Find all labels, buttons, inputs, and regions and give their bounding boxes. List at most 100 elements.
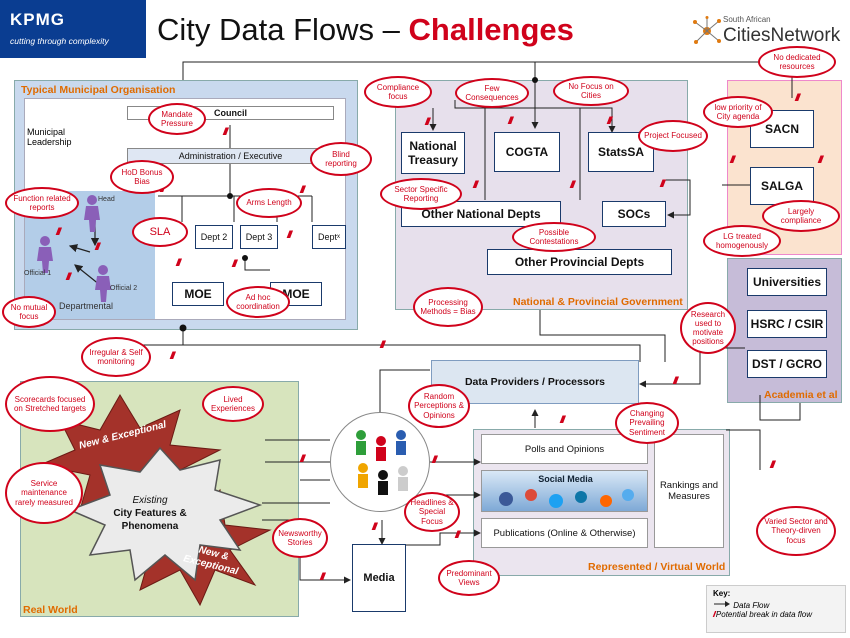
dst-box: DST / GCRO — [747, 350, 827, 378]
media-label: Media — [363, 572, 395, 584]
official1-label: Official 1 — [24, 270, 52, 277]
public-circle — [330, 412, 430, 512]
deptx-sub: x — [337, 234, 340, 240]
publications-label: Publications (Online & Otherwise) — [493, 527, 636, 539]
key-row-flow: Data Flow — [713, 600, 839, 610]
callout-mandate: Mandate Pressure — [148, 103, 206, 135]
polls-label: Polls and Opinions — [524, 443, 605, 455]
other-provincial-label: Other Provincial Depts — [514, 255, 645, 269]
break-mark: //// — [372, 522, 377, 533]
callout-function: Function related reports — [5, 187, 79, 219]
existing-line2: City Features & — [113, 508, 187, 519]
region-label-municipal: Typical Municipal Organisation — [21, 84, 176, 96]
dept3-box: Dept 3 — [240, 225, 278, 249]
callout-sector: Sector Specific Reporting — [380, 178, 462, 210]
break-mark: //// — [287, 230, 292, 241]
statssa-label: StatsSA — [597, 145, 644, 159]
break-mark: //// — [176, 258, 181, 269]
other-national-label: Other National Depts — [421, 207, 541, 221]
person-icon-official1 — [37, 236, 53, 273]
callout-largely: Largely compliance — [762, 200, 840, 232]
existing-features-text: Existing City Features & Phenomena — [100, 494, 200, 533]
key-break-label: Potential break in data flow — [715, 610, 812, 619]
callout-sla: SLA — [132, 217, 188, 247]
media-box: Media — [352, 544, 406, 612]
salga-box: SALGA — [750, 167, 814, 205]
region-label-academia: Academia et al — [764, 389, 838, 401]
callout-arms: Arms Length — [236, 188, 302, 218]
socs-box: SOCs — [602, 201, 666, 227]
title-highlight: Challenges — [408, 12, 574, 47]
callout-newsworthy: Newsworthy Stories — [272, 518, 328, 558]
dept2-box: Dept 2 — [195, 225, 233, 249]
sacn-logo-small: South African — [723, 15, 771, 24]
arrow-icon — [714, 601, 730, 607]
other-provincial-box: Other Provincial Depts — [487, 249, 672, 275]
starbursts — [38, 394, 272, 607]
callout-varied: Varied Sector and Theory-dirven focus — [756, 506, 836, 556]
break-mark: //// — [223, 127, 228, 138]
callout-lived: Lived Experiences — [202, 386, 264, 422]
moe1-box: MOE — [172, 282, 224, 306]
callout-processing: Processing Methods = Bias — [413, 287, 483, 327]
publications-box: Publications (Online & Otherwise) — [481, 518, 648, 548]
universities-box: Universities — [747, 268, 827, 296]
break-mark: //// — [607, 116, 612, 127]
break-mark: //// — [818, 155, 823, 166]
social-media-label: Social Media — [538, 474, 593, 484]
dept2-label: Dept 2 — [200, 232, 228, 242]
data-providers-label: Data Providers / Processors — [464, 376, 606, 388]
title-main: City Data Flows – — [157, 12, 409, 47]
existing-line3: Phenomena — [121, 521, 179, 532]
departmental-label: Departmental — [59, 301, 114, 311]
callout-project: Project Focused — [638, 120, 708, 152]
callout-no-mutual: No mutual focus — [2, 296, 56, 328]
deptx-label: Dept — [317, 232, 337, 242]
break-mark: //// — [300, 185, 305, 196]
break-mark: //// — [300, 454, 305, 465]
social-icons — [499, 489, 634, 508]
leadership-area: Municipal Leadership — [25, 99, 347, 174]
break-mark: //// — [95, 242, 100, 253]
break-mark: //// — [56, 227, 61, 238]
social-media-box: Social Media — [481, 470, 648, 512]
rankings-label: Rankings and Measures — [659, 480, 719, 502]
dst-label: DST / GCRO — [751, 357, 822, 371]
dept3-label: Dept 3 — [245, 232, 273, 242]
key-row-break: /// Potential break in data flow — [713, 610, 839, 619]
callout-headlines: Headlines & Special Focus — [404, 492, 460, 532]
break-mark: //// — [473, 180, 478, 191]
callout-scorecards: Scorecards focused on Stretched targets — [5, 376, 95, 432]
break-mark: //// — [660, 179, 665, 190]
universities-label: Universities — [752, 275, 822, 289]
kpmg-logo-panel: KPMG cutting through complexity — [0, 0, 146, 58]
region-label-national: National & Provincial Government — [513, 296, 683, 308]
cogta-label: COGTA — [505, 145, 549, 159]
break-mark: //// — [673, 376, 678, 387]
legend-key: Key: Data Flow /// Potential break in da… — [706, 585, 846, 633]
rankings-box: Rankings and Measures — [654, 434, 724, 548]
callout-predominant: Predominant Views — [438, 560, 500, 596]
break-mark: //// — [560, 415, 565, 426]
break-mark: //// — [570, 180, 575, 191]
existing-features-burst — [67, 446, 263, 582]
person-icon-official2 — [95, 265, 111, 302]
callout-lg-treated: LG treated homogenously — [703, 225, 781, 257]
key-flow-label: Data Flow — [733, 601, 770, 610]
callout-research: Research used to motivate positions — [680, 302, 736, 354]
hsrc-box: HSRC / CSIR — [747, 310, 827, 338]
break-mark: //// — [730, 155, 735, 166]
break-mark: //// — [432, 455, 437, 466]
person-icon-head — [84, 195, 100, 232]
moe1-label: MOE — [184, 287, 212, 301]
callout-random: Random Perceptions & Opinions — [408, 384, 470, 428]
socs-label: SOCs — [617, 207, 651, 221]
official2-label: Official 2 — [110, 285, 138, 292]
break-mark: //// — [455, 530, 460, 541]
people-group-icon — [356, 430, 408, 495]
break-mark: //// — [425, 117, 430, 128]
sacn-label: SACN — [764, 122, 799, 136]
existing-line1: Existing — [132, 495, 168, 506]
callout-compliance: Compliance focus — [364, 76, 432, 108]
callout-changing: Changing Prevailing Sentiment — [615, 402, 679, 444]
